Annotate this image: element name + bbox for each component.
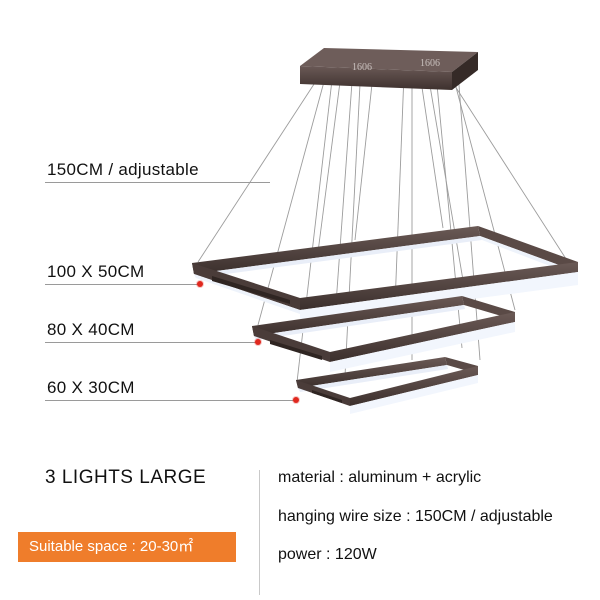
suitable-space-badge: Suitable space : 20-30㎡ — [18, 532, 236, 562]
spec-divider — [259, 470, 260, 595]
ring-small-dimension-label: 60 X 30CM — [47, 378, 135, 397]
wire-leader-line — [45, 182, 270, 183]
spec-wire-size: hanging wire size : 150CM / adjustable — [278, 508, 553, 525]
product-title: 3 LIGHTS LARGE — [45, 467, 207, 488]
ring-large-marker — [197, 281, 203, 287]
canopy-engraving-left: 1606 — [352, 62, 372, 73]
spec-power: power : 120W — [278, 546, 377, 563]
ring-medium-dimension-label: 80 X 40CM — [47, 320, 135, 339]
ceiling-canopy: 1606 1606 — [300, 48, 478, 90]
hanging-wires — [197, 71, 569, 383]
spec-material: material : aluminum + acrylic — [278, 469, 482, 486]
ring-medium-leader-line — [45, 342, 256, 343]
ring-medium-marker — [255, 339, 261, 345]
ring-large — [192, 226, 578, 322]
ring-medium — [252, 296, 515, 372]
wire-length-label: 150CM / adjustable — [47, 160, 199, 179]
ring-large-dimension-label: 100 X 50CM — [47, 262, 145, 281]
canopy-engraving-right: 1606 — [420, 58, 440, 69]
ring-small — [296, 357, 478, 414]
ring-large-leader-line — [45, 284, 198, 285]
ring-small-leader-line — [45, 400, 295, 401]
ring-small-marker — [293, 397, 299, 403]
